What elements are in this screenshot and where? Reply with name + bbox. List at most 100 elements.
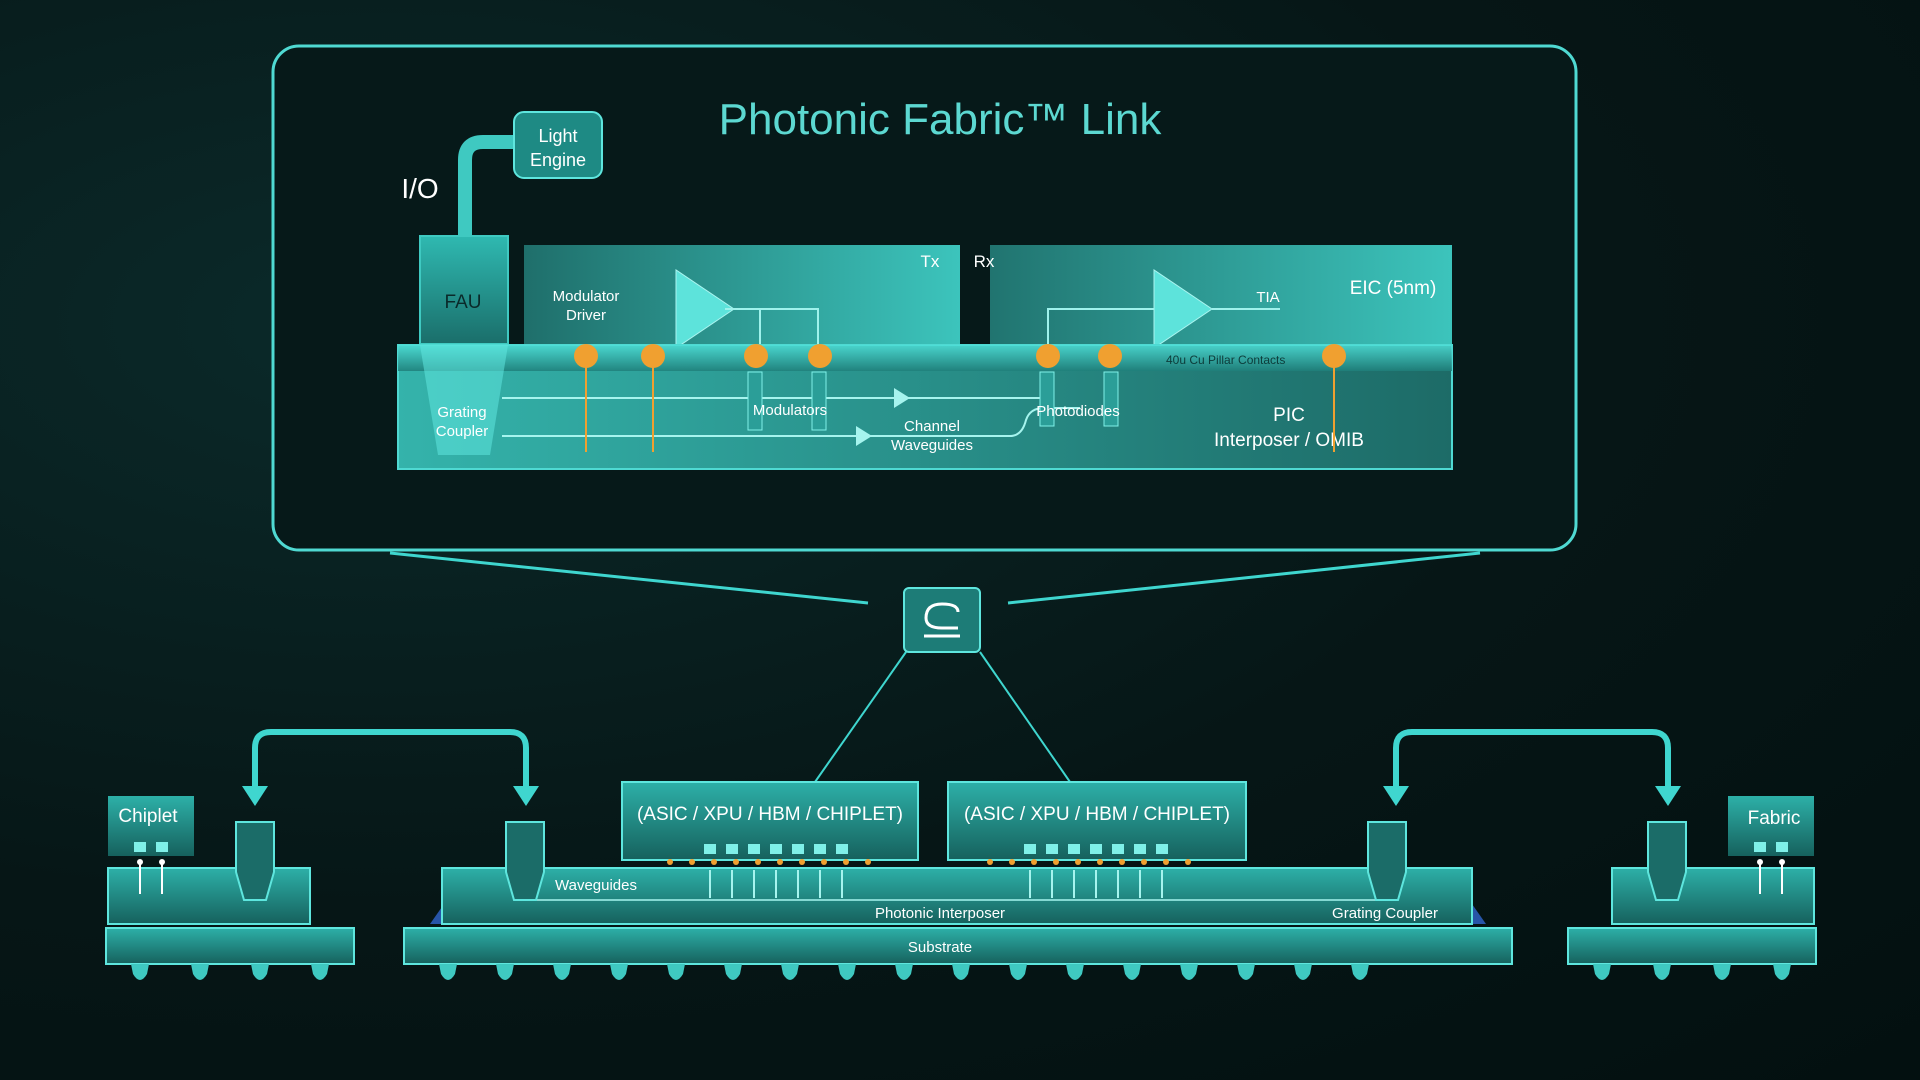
micro-bump [987,859,993,865]
waveguides-label: Waveguides [555,877,637,894]
micro-bump [1141,859,1147,865]
die-left [621,781,919,861]
fabric-die [1728,796,1814,856]
solder-bump [1123,964,1141,980]
die-pad [770,844,782,854]
light-engine-cable [458,135,516,240]
zoom-line-left [389,551,869,605]
chiplet-node [159,859,165,865]
solder-bump [1294,964,1312,980]
die-pad [836,844,848,854]
solder-bump [439,964,457,980]
vias-left [667,844,871,898]
micro-bump [1185,859,1191,865]
chiplet-label: Chiplet [118,806,178,827]
eic-label: EIC (5nm) [1350,278,1437,299]
chiplet-substrate [105,927,355,965]
micro-bump [777,859,783,865]
micro-bump [1075,859,1081,865]
fabric-node [1779,859,1785,865]
grating-coupler-label-2: Coupler [436,423,489,440]
optical-link-left [252,729,529,788]
solder-bump [131,964,149,980]
die-pad [704,844,716,854]
grating-coupler-label-1: Grating [437,404,486,421]
waveguide-arrow-2 [856,426,872,446]
die-left-label: (ASIC / XPU / HBM / CHIPLET) [637,804,903,825]
pillar-contact [1322,344,1346,368]
solder-bump [1009,964,1027,980]
io-label: I/O [401,173,438,204]
driver-trace-2 [725,308,819,348]
micro-bump [799,859,805,865]
light-engine-label-1: Light [538,126,577,146]
waveguide-bottom [502,407,1080,437]
fabric-label: Fabric [1748,808,1801,829]
solder-bump [781,964,799,980]
pillar-contact [1098,344,1122,368]
chiplet-die [108,796,194,856]
micro-bump [733,859,739,865]
rx-label: Rx [974,252,995,271]
solder-bump [952,964,970,980]
die-pad [792,844,804,854]
modulator-ring-1 [747,371,763,431]
pillar-contact [1036,344,1060,368]
die-pad [726,844,738,854]
fabric-package: Fabric [1567,796,1817,980]
micro-bump [667,859,673,865]
die-pad [1090,844,1102,854]
fabric-interposer [1611,867,1815,925]
vias-right [987,844,1191,898]
solder-bump [1351,964,1369,980]
solder-bump [191,964,209,980]
solder-bump [895,964,913,980]
light-engine-box [513,111,603,179]
die-pad [1024,844,1036,854]
arrow-down-icon [1383,786,1409,806]
solder-bump [1237,964,1255,980]
solder-bump [1180,964,1198,980]
pillar-contact [744,344,768,368]
solder-bump [1593,964,1611,980]
pillar-contact [808,344,832,368]
chiplet-coupler [235,821,275,901]
micro-bump [843,859,849,865]
channel-waveguides-label-1: Channel [904,418,960,435]
solder-bump [838,964,856,980]
pillar-contacts-label: 40u Cu Pillar Contacts [1166,353,1285,367]
solder-bump [311,964,329,980]
pillar-contact [574,344,598,368]
micro-bump [1119,859,1125,865]
chiplet-node [137,859,143,865]
photodiode-1 [1039,371,1055,427]
waveguide-arrow-1 [894,388,910,408]
photonic-interposer-label: Photonic Interposer [875,905,1005,922]
arrow-down-icon [1655,786,1681,806]
solder-bump [724,964,742,980]
tia-label: TIA [1256,289,1279,306]
light-engine-label-2: Engine [530,150,586,170]
pillar-contacts [574,344,1346,452]
micro-bump [689,859,695,865]
solder-bump [667,964,685,980]
grating-coupler-shape [420,345,508,455]
fabric-node [1757,859,1763,865]
channel-waveguides-label-2: Waveguides [891,437,973,454]
die-right-label: (ASIC / XPU / HBM / CHIPLET) [964,804,1230,825]
chiplet-pad [134,842,146,852]
micro-bump [865,859,871,865]
arrow-down-icon [242,786,268,806]
modulator-ring-2 [811,371,827,431]
micro-bump [1009,859,1015,865]
photodiodes-label: Photodiodes [1036,403,1119,420]
tx-label: Tx [921,252,940,271]
chip-line-right [979,651,1071,783]
chip-icon[interactable] [903,587,981,653]
solder-bump [1066,964,1084,980]
solder-bump [1653,964,1671,980]
fabric-substrate [1567,927,1817,965]
eic-tx-block [524,245,960,345]
fabric-pad [1776,842,1788,852]
